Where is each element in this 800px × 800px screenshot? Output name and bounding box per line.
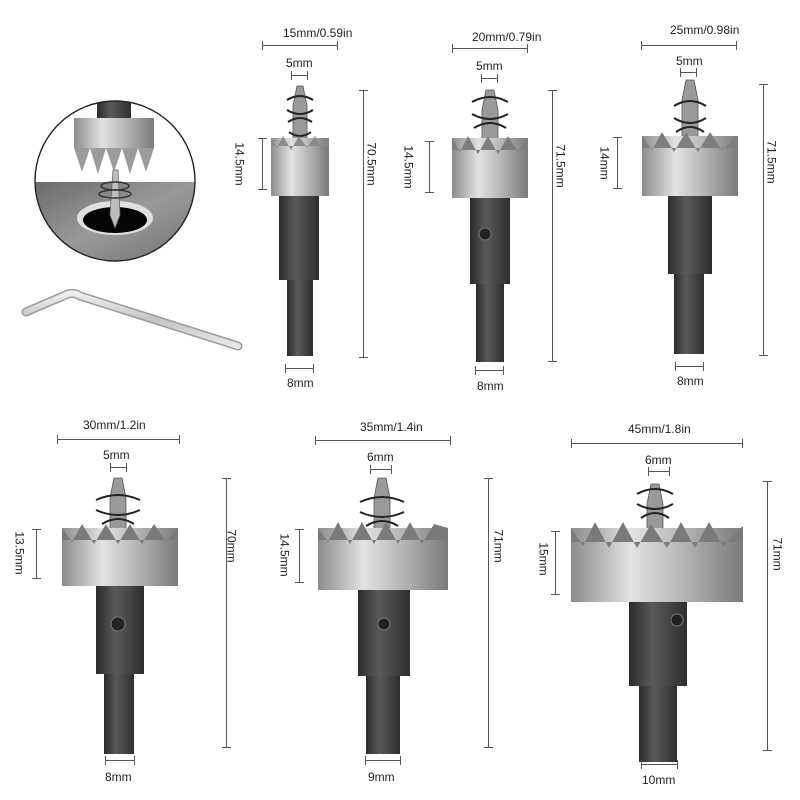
shank-label: 8mm [105,770,132,784]
shank-label: 9mm [368,770,395,784]
cutting-metal-icon [34,100,196,262]
shank-dimension-line [285,364,314,373]
length-dimension-line [763,481,772,751]
length-dimension-line [484,478,493,748]
bit-15mm-icon [271,85,329,356]
bit-35mm-icon [318,477,448,754]
length-label: 71mm [770,537,785,571]
diameter-label: 20mm/0.79in [472,30,542,44]
bit-45mm-icon [571,483,743,762]
diameter-label: 15mm/0.59in [283,26,353,40]
cut-depth-dimension-line [551,531,560,595]
shank-label: 8mm [477,379,504,393]
pilot-dimension-line [291,71,308,80]
pilot-label: 5mm [103,448,130,462]
shank-dimension-line [641,760,678,769]
length-dimension-line [759,84,768,356]
diameter-label: 45mm/1.8in [628,422,691,436]
pilot-dimension-line [648,467,670,476]
bit-30mm-icon [62,477,178,754]
bit-25mm-icon [642,79,738,354]
diameter-dimension-line [262,41,338,50]
shank-dimension-line [105,756,135,765]
length-dimension-line [359,90,368,358]
diameter-dimension-line [315,436,451,445]
diameter-label: 25mm/0.98in [670,23,740,37]
length-label: 71.5mm [553,144,568,188]
cut-depth-label: 14.5mm [277,533,292,577]
hex-key [21,288,243,354]
cut-depth-label: 13.5mm [12,531,27,575]
hex-key-icon [21,288,243,351]
shank-label: 10mm [642,773,676,787]
shank-label: 8mm [677,374,704,388]
diameter-dimension-line [641,41,737,50]
cut-depth-label: 14.5mm [401,145,416,189]
cut-depth-label: 14.5mm [232,142,247,186]
pilot-label: 5mm [286,56,313,70]
diameter-dimension-line [452,44,528,53]
pilot-dimension-line [370,465,392,474]
cut-depth-dimension-line [295,529,304,583]
cut-depth-dimension-line [425,141,434,193]
shank-dimension-line [475,366,504,375]
length-label: 70mm [224,529,239,563]
cut-depth-label: 15mm [536,542,551,576]
cut-depth-dimension-line [258,138,267,190]
cut-depth-label: 14mm [597,146,612,180]
pilot-dimension-line [110,463,127,472]
diameter-label: 30mm/1.2in [83,418,146,432]
pilot-label: 5mm [676,54,703,68]
pilot-dimension-line [680,68,697,77]
pilot-label: 5mm [476,59,503,73]
length-label: 70.5mm [364,142,379,186]
cut-depth-dimension-line [613,137,622,189]
pilot-label: 6mm [645,453,672,467]
shank-label: 8mm [287,376,314,390]
diameter-label: 35mm/1.4in [360,420,423,434]
length-dimension-line [548,90,557,362]
inset-illustration [34,100,196,262]
diameter-dimension-line [57,435,180,444]
diameter-dimension-line [571,439,743,448]
pilot-dimension-line [481,74,498,83]
length-label: 71.5mm [764,140,779,184]
cut-depth-dimension-line [32,529,41,579]
shank-dimension-line [675,362,704,371]
bit-20mm-icon [452,89,528,362]
length-label: 71mm [491,529,506,563]
shank-dimension-line [365,756,401,765]
pilot-label: 6mm [367,450,394,464]
length-dimension-line [222,478,231,748]
